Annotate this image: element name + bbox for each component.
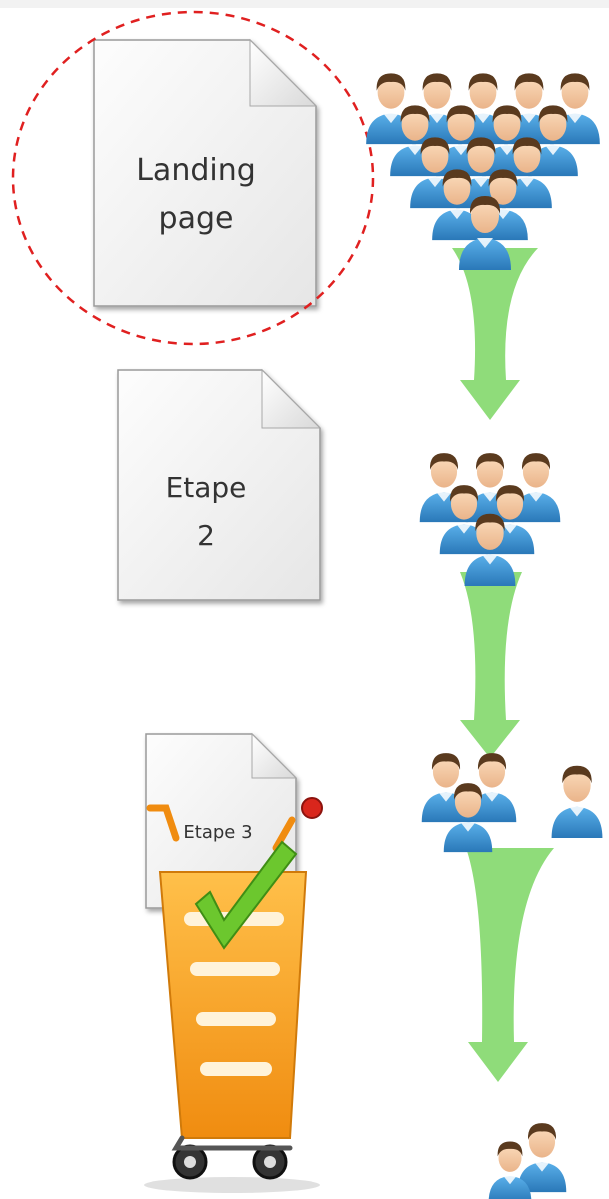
people-group-3 bbox=[421, 753, 603, 853]
funnel-arrow-1 bbox=[452, 248, 538, 420]
people-group-4 bbox=[488, 1123, 567, 1199]
step-2-label-line1: Etape bbox=[166, 471, 247, 504]
step-2-label-line2: 2 bbox=[197, 519, 215, 552]
step-1-label-line2: page bbox=[159, 201, 234, 236]
funnel-arrow-2 bbox=[460, 572, 522, 758]
top-band bbox=[0, 0, 609, 8]
funnel-arrow-3 bbox=[466, 848, 554, 1082]
document-etape-3 bbox=[145, 732, 298, 909]
highlight-circle bbox=[11, 10, 375, 346]
person-icon bbox=[551, 765, 603, 839]
people-group-2 bbox=[419, 453, 561, 587]
person-icon bbox=[517, 1123, 567, 1193]
people-group-1 bbox=[366, 73, 600, 270]
shopping-cart-checkmark-icon bbox=[144, 797, 323, 1193]
step-1-label-line1: Landing bbox=[136, 153, 256, 188]
document-landing-page bbox=[93, 38, 318, 307]
document-etape-2 bbox=[117, 368, 322, 601]
step-3-label: Etape 3 bbox=[183, 822, 252, 843]
